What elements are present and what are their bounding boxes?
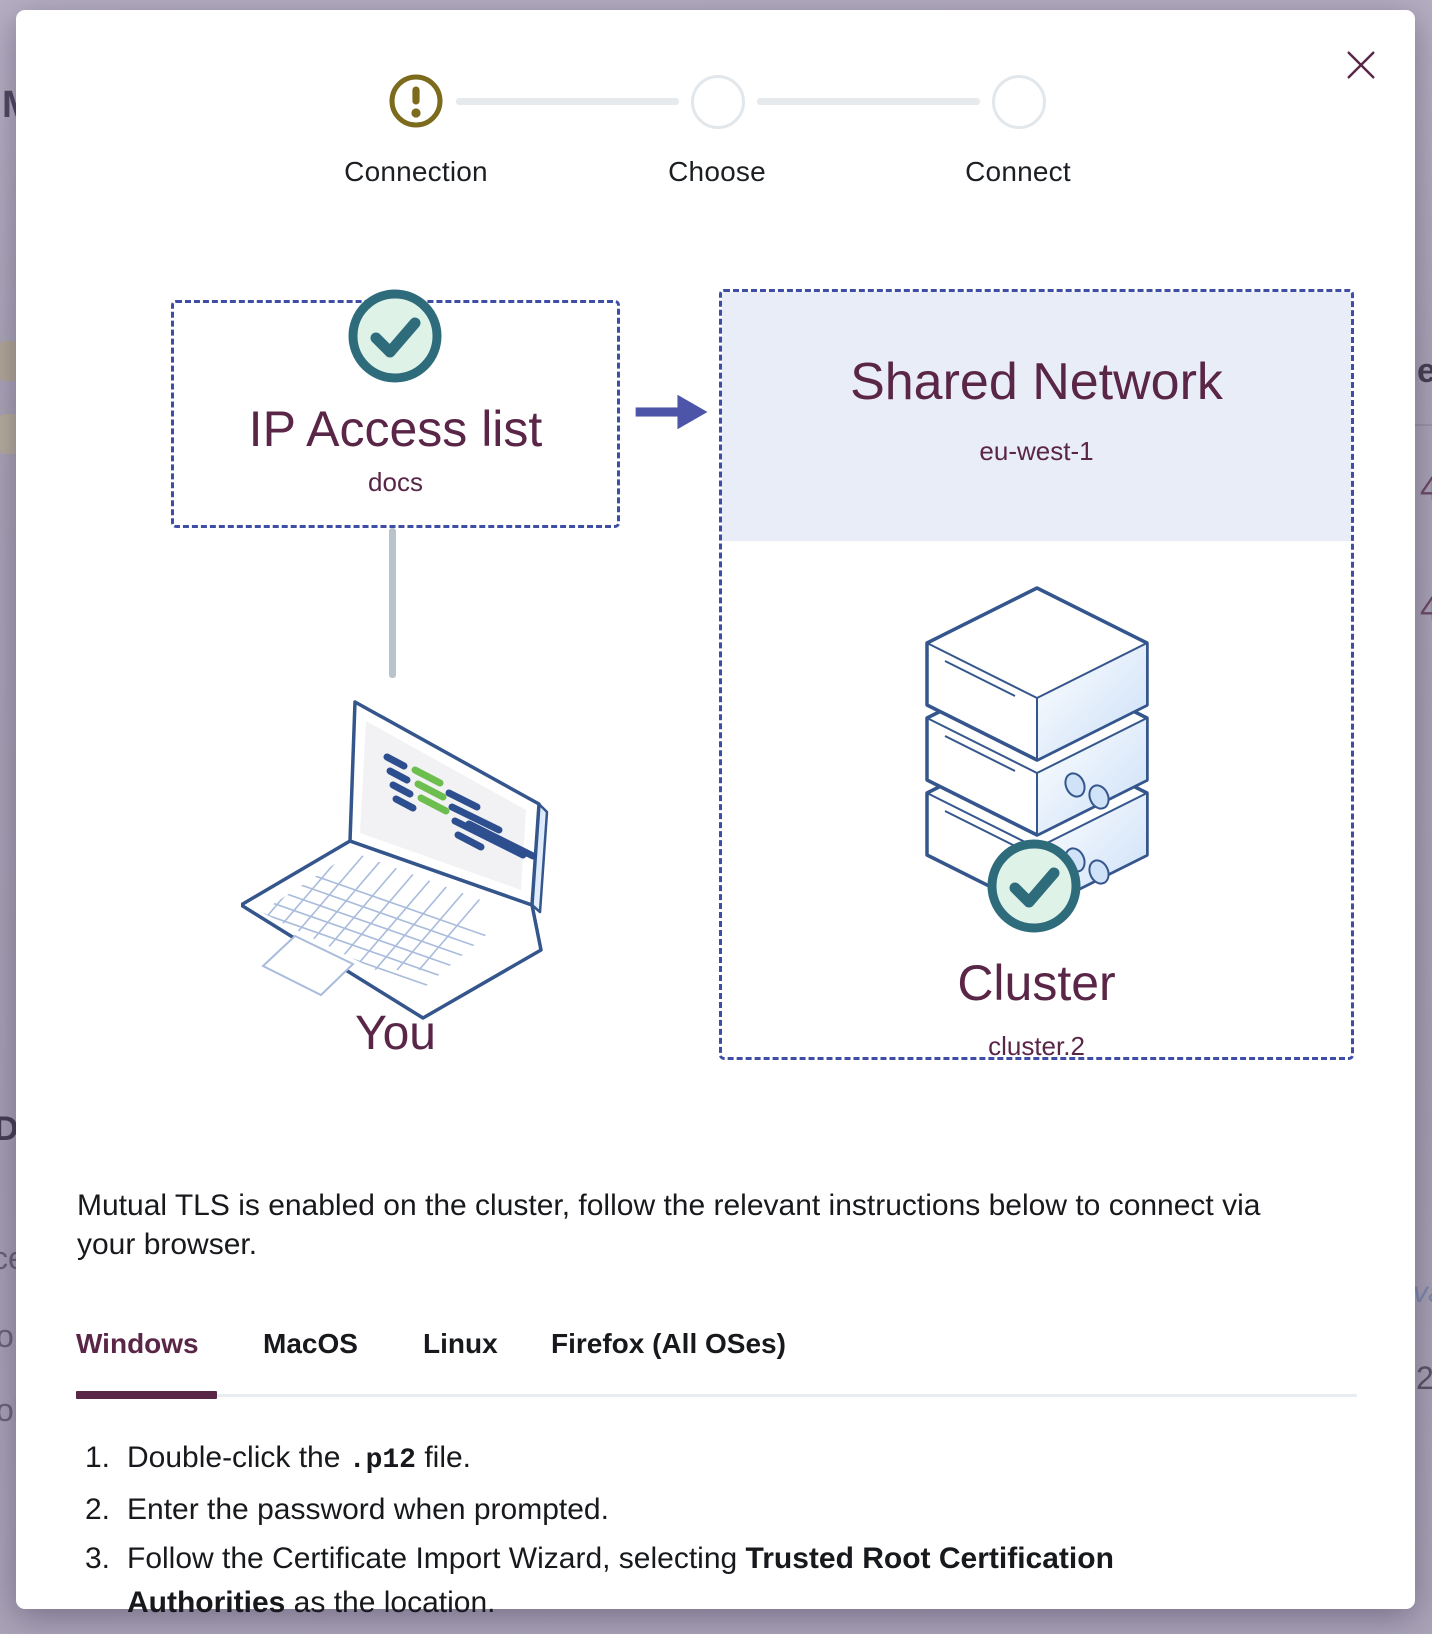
shared-network-region: eu-west-1 xyxy=(979,436,1094,466)
background-fragment: o xyxy=(0,1318,14,1354)
tab-windows[interactable]: Windows xyxy=(76,1328,199,1359)
instruction-text: Follow the Certificate Import Wizard, se… xyxy=(127,1542,746,1575)
step-label-choose: Choose xyxy=(668,156,766,187)
close-icon[interactable] xyxy=(1344,48,1378,82)
step-label-connect: Connect xyxy=(965,156,1071,187)
step-connector-line xyxy=(456,98,679,105)
instruction-number: 1. xyxy=(85,1441,111,1474)
check-circle-icon xyxy=(345,286,445,386)
step-circle-icon xyxy=(691,75,745,129)
instruction-text: Enter the password when prompted. xyxy=(127,1493,609,1526)
tab-linux[interactable]: Linux xyxy=(423,1328,498,1359)
background-fragment: e xyxy=(1417,352,1432,390)
background-fragment: ol xyxy=(0,1392,21,1428)
connection-line xyxy=(389,528,396,678)
background-fragment: D xyxy=(0,1110,19,1148)
background-divider xyxy=(1415,424,1432,426)
instruction-bold: Trusted Root Certification Authorities xyxy=(127,1542,1114,1619)
laptop-illustration xyxy=(241,700,549,1020)
step-label-connection: Connection xyxy=(344,156,488,187)
instruction-item: 3. Follow the Certificate Import Wizard, … xyxy=(77,1537,1277,1625)
active-tab-underline xyxy=(76,1391,217,1399)
step-circle-icon xyxy=(992,75,1046,129)
instruction-item: 2. Enter the password when prompted. xyxy=(77,1488,1277,1532)
tab-firefox[interactable]: Firefox (All OSes) xyxy=(551,1328,786,1359)
cluster-illustration xyxy=(925,586,1149,912)
shared-network-header: Shared Network eu-west-1 xyxy=(722,292,1351,541)
you-label: You xyxy=(355,1007,436,1060)
instruction-number: 2. xyxy=(85,1493,111,1526)
background-fragment: va xyxy=(1413,1276,1432,1309)
background-fragment-block xyxy=(0,341,19,381)
instructions-list: 1. Double-click the .p12 file. 2. Enter th… xyxy=(77,1436,1277,1630)
instruction-item: 1. Double-click the .p12 file. xyxy=(77,1436,1277,1483)
docs-link[interactable]: docs xyxy=(368,467,423,497)
background-fragment-block xyxy=(0,414,19,454)
description-text: Mutual TLS is enabled on the cluster, fo… xyxy=(77,1189,1261,1261)
background-fragment: 4 xyxy=(1420,590,1432,628)
step-connector-line xyxy=(757,98,980,105)
arrow-right-icon xyxy=(635,394,708,430)
instruction-number: 3. xyxy=(85,1542,111,1575)
code-token: .p12 xyxy=(348,1445,416,1476)
instruction-text: Double-click the xyxy=(127,1441,349,1474)
background-fragment: 2/ xyxy=(1416,1360,1432,1396)
tab-divider xyxy=(76,1394,1357,1397)
instruction-text: file. xyxy=(415,1441,472,1474)
tab-macos[interactable]: MacOS xyxy=(263,1328,358,1359)
mtls-connect-modal: Connection Choose Connect IP Access list… xyxy=(16,10,1415,1619)
instruction-text: as the location. xyxy=(285,1586,496,1619)
step-warning-icon xyxy=(389,74,443,128)
cluster-title: Cluster xyxy=(957,955,1116,1011)
cluster-name: cluster.2 xyxy=(988,1031,1085,1061)
background-fragment: 4 xyxy=(1420,470,1432,508)
check-circle-icon xyxy=(984,836,1084,936)
shared-network-title: Shared Network xyxy=(850,353,1223,411)
ip-access-list-title: IP Access list xyxy=(248,401,543,457)
